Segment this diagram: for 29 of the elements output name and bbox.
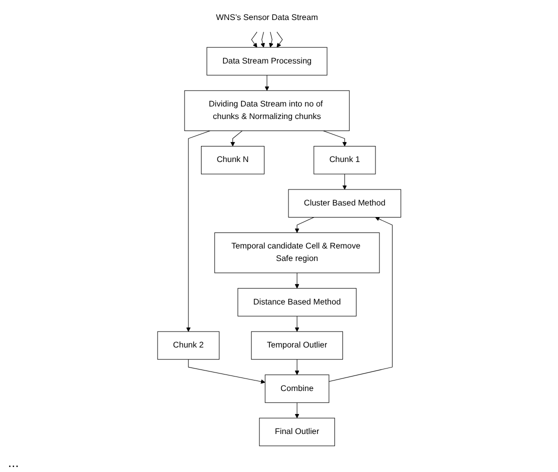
node-box: Temporal Outlier — [250, 331, 343, 360]
arrow — [294, 272, 300, 289]
node-box: Cluster Based Method — [288, 189, 401, 218]
node-box: Chunk 1 — [313, 146, 376, 174]
arrow — [294, 217, 314, 233]
node-box: Data Stream Processing — [206, 47, 328, 76]
node-box: Distance Based Method — [237, 288, 356, 316]
arrow — [268, 32, 274, 48]
arrow — [186, 130, 210, 332]
node-box: Dividing Data Stream into no of chunks & Normalizing chunks — [184, 90, 350, 132]
arrow — [260, 32, 265, 48]
arrow — [328, 216, 392, 382]
node-box: Chunk N — [200, 146, 264, 174]
arrow — [264, 74, 269, 91]
arrow — [188, 359, 266, 384]
arrow — [230, 130, 242, 146]
node-box: Final Outlier — [258, 418, 335, 446]
node-box: Chunk 2 — [157, 331, 220, 360]
arrow — [294, 359, 300, 376]
arrow — [342, 174, 347, 190]
arrow — [250, 32, 258, 48]
arrow — [322, 130, 347, 146]
node-text: WNS’s Sensor Data Stream — [216, 13, 318, 22]
node-box: Combine — [264, 374, 329, 403]
arrow — [294, 402, 300, 418]
arrow — [276, 32, 282, 48]
arrow — [294, 316, 300, 332]
node-box: Temporal candidate Cell & Remove Safe region — [214, 232, 380, 274]
ellipsis-label: ... — [8, 455, 19, 470]
